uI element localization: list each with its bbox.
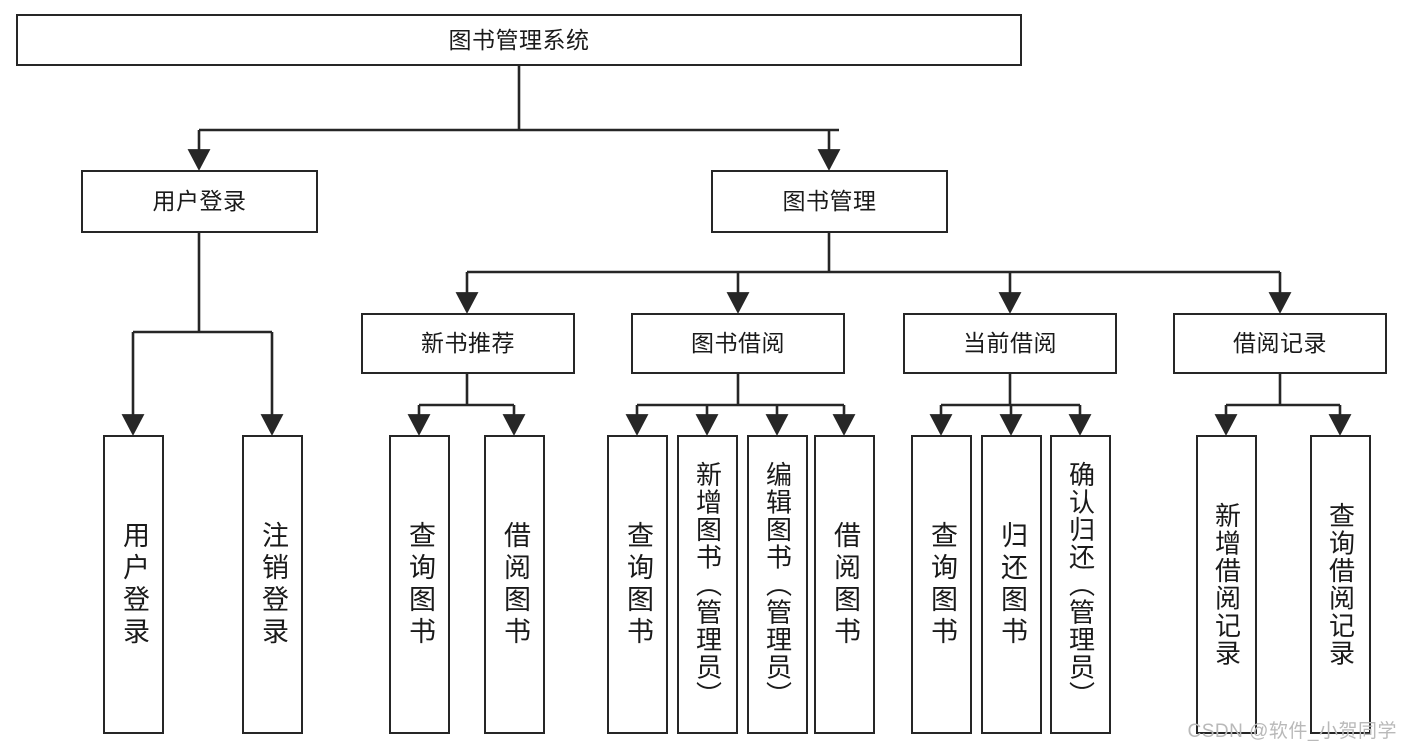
leaf-user-login[interactable]: 用户登录 (103, 435, 164, 734)
node-label: 新书推荐 (421, 330, 515, 357)
node-root-system[interactable]: 图书管理系统 (16, 14, 1022, 66)
node-label: 用户登录 (119, 520, 149, 649)
node-borrow-record[interactable]: 借阅记录 (1173, 313, 1387, 374)
leaf-current-confirm-return-admin[interactable]: 确认归还（管理员） (1050, 435, 1111, 734)
node-label: 图书管理 (782, 188, 877, 215)
node-label: 借阅图书 (500, 520, 530, 649)
node-label: 编辑图书（管理员） (762, 460, 793, 709)
leaf-borrow-edit-book-admin[interactable]: 编辑图书（管理员） (747, 435, 808, 734)
leaf-record-add-record[interactable]: 新增借阅记录 (1196, 435, 1257, 734)
node-label: 查询图书 (623, 520, 653, 649)
node-label: 新增借阅记录 (1211, 502, 1242, 667)
node-label: 图书借阅 (691, 330, 785, 357)
node-label: 注销登录 (258, 520, 288, 649)
watermark-text: CSDN @软件_小贺同学 (1187, 721, 1397, 742)
node-label: 归还图书 (997, 520, 1027, 649)
node-label: 新增图书（管理员） (692, 460, 723, 709)
node-label: 当前借阅 (963, 330, 1057, 357)
node-label: 借阅图书 (830, 520, 860, 649)
leaf-borrow-add-book-admin[interactable]: 新增图书（管理员） (677, 435, 738, 734)
node-user-login[interactable]: 用户登录 (81, 170, 318, 233)
leaf-user-logout[interactable]: 注销登录 (242, 435, 303, 734)
leaf-borrow-borrow-book[interactable]: 借阅图书 (814, 435, 875, 734)
node-label: 查询借阅记录 (1325, 502, 1356, 667)
node-label: 借阅记录 (1233, 330, 1327, 357)
node-current-borrow[interactable]: 当前借阅 (903, 313, 1117, 374)
node-label: 确认归还（管理员） (1065, 460, 1096, 709)
leaf-recommend-borrow-book[interactable]: 借阅图书 (484, 435, 545, 734)
leaf-recommend-query-book[interactable]: 查询图书 (389, 435, 450, 734)
node-label: 用户登录 (152, 188, 247, 215)
node-book-management[interactable]: 图书管理 (711, 170, 948, 233)
node-book-borrow[interactable]: 图书借阅 (631, 313, 845, 374)
leaf-record-query-record[interactable]: 查询借阅记录 (1310, 435, 1371, 734)
node-new-book-recommend[interactable]: 新书推荐 (361, 313, 575, 374)
leaf-current-query-book[interactable]: 查询图书 (911, 435, 972, 734)
node-label: 查询图书 (405, 520, 435, 649)
leaf-current-return-book[interactable]: 归还图书 (981, 435, 1042, 734)
leaf-borrow-query-book[interactable]: 查询图书 (607, 435, 668, 734)
node-label: 图书管理系统 (448, 26, 590, 53)
node-label: 查询图书 (927, 520, 957, 649)
